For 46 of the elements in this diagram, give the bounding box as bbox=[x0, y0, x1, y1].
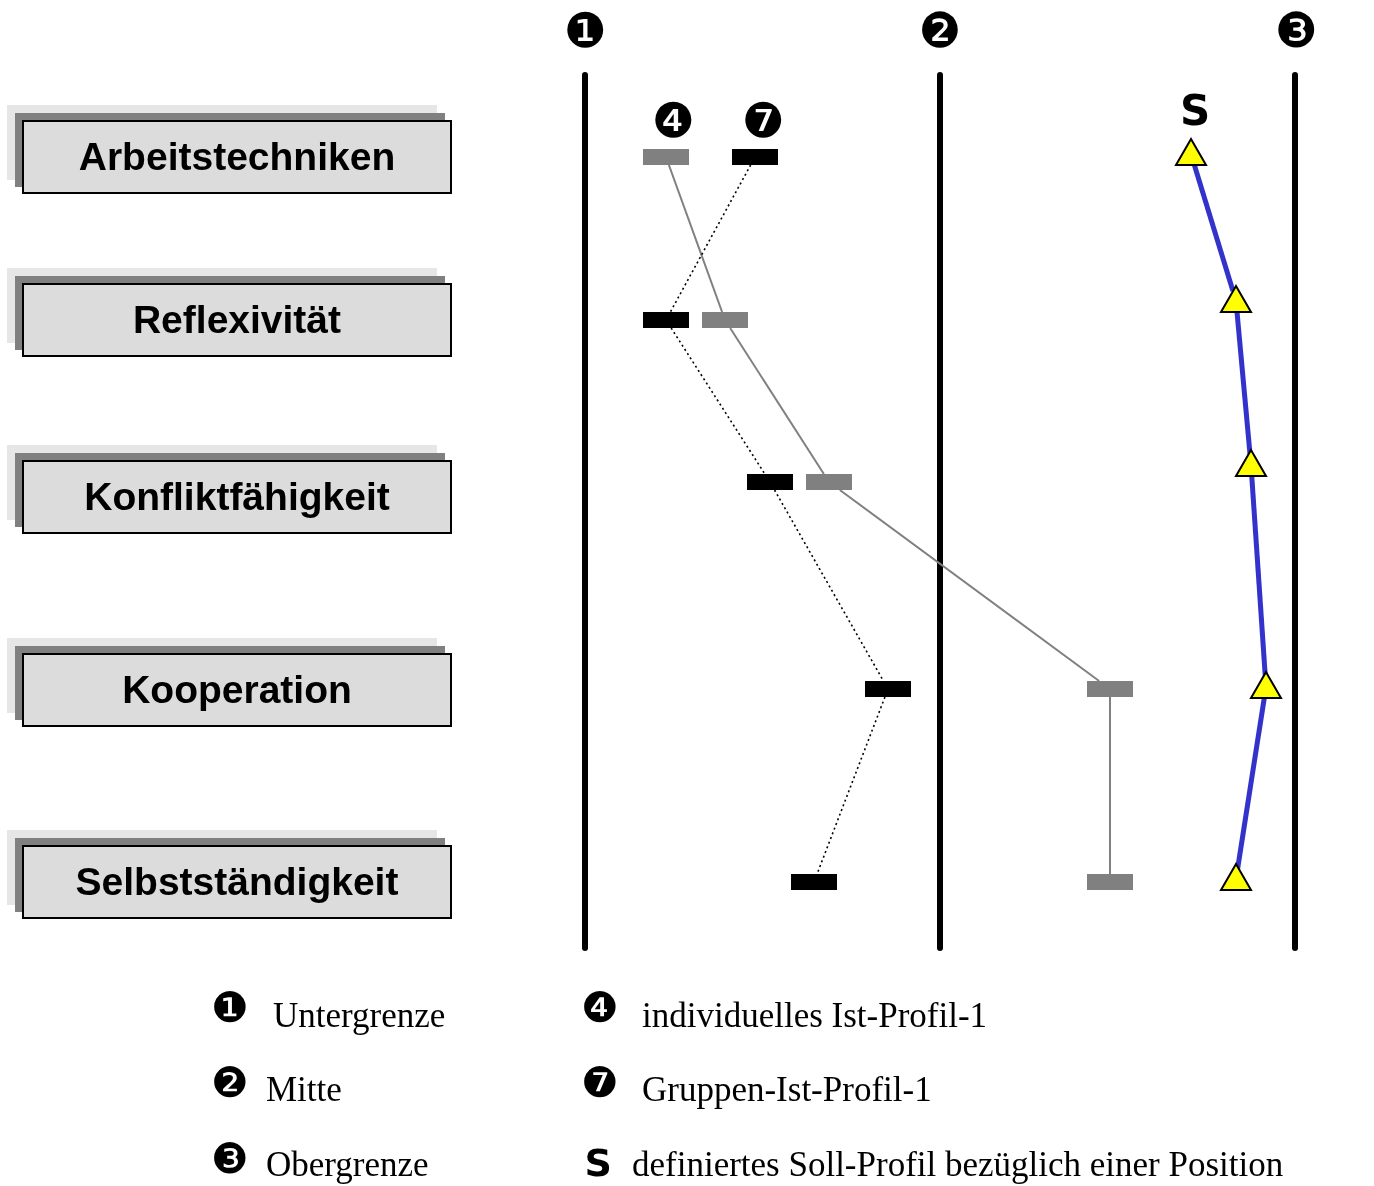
profile-line bbox=[1109, 696, 1111, 875]
profile-line bbox=[669, 164, 752, 313]
category-box: Konfliktfähigkeit bbox=[22, 460, 452, 534]
callout-number: ❹ bbox=[651, 92, 695, 148]
legend-text: Obergrenze bbox=[266, 1145, 429, 1185]
profile-marker bbox=[732, 149, 778, 165]
legend-text: Gruppen-Ist-Profil-1 bbox=[642, 1070, 932, 1110]
callout-number: ❼ bbox=[581, 1057, 619, 1107]
profile-marker bbox=[643, 312, 689, 328]
profile-marker bbox=[806, 474, 852, 490]
category-box: Reflexivität bbox=[22, 283, 452, 357]
triangle-marker bbox=[1219, 862, 1253, 892]
callout-number: ❷ bbox=[211, 1057, 249, 1107]
triangle-marker bbox=[1249, 670, 1283, 700]
legend-text: Untergrenze bbox=[273, 996, 446, 1036]
callout-number: ❸ bbox=[211, 1133, 249, 1183]
marker-letter: S bbox=[1180, 85, 1211, 135]
callout-number: ❷ bbox=[918, 2, 962, 58]
profile-line bbox=[773, 489, 885, 682]
profile-line bbox=[670, 327, 766, 475]
triangle-marker bbox=[1219, 284, 1253, 314]
triangle-marker bbox=[1174, 137, 1208, 167]
category-box: Kooperation bbox=[22, 653, 452, 727]
profile-line bbox=[667, 164, 724, 313]
triangle-marker bbox=[1234, 448, 1268, 478]
profile-marker bbox=[747, 474, 793, 490]
callout-number: ❶ bbox=[211, 982, 249, 1032]
profile-marker bbox=[702, 312, 748, 328]
profile-marker bbox=[865, 681, 911, 697]
profile-line bbox=[838, 489, 1101, 682]
callout-number: ❼ bbox=[741, 92, 785, 148]
profile-marker bbox=[643, 149, 689, 165]
callout-number: ❹ bbox=[581, 982, 619, 1032]
category-box: Arbeitstechniken bbox=[22, 120, 452, 194]
profile-marker bbox=[1087, 681, 1133, 697]
profile-marker bbox=[791, 874, 837, 890]
callout-number: ❸ bbox=[1274, 2, 1318, 58]
profile-marker bbox=[1087, 874, 1133, 890]
legend-text: individuelles Ist-Profil-1 bbox=[642, 996, 988, 1036]
profile-line bbox=[729, 327, 825, 475]
legend-text: definiertes Soll-Profil bezüglich einer Position bbox=[632, 1145, 1284, 1185]
profile-line bbox=[816, 696, 886, 875]
marker-letter: S bbox=[584, 1141, 612, 1185]
legend-text: Mitte bbox=[266, 1070, 342, 1110]
callout-number: ❶ bbox=[563, 2, 607, 58]
category-box: Selbstständigkeit bbox=[22, 845, 452, 919]
